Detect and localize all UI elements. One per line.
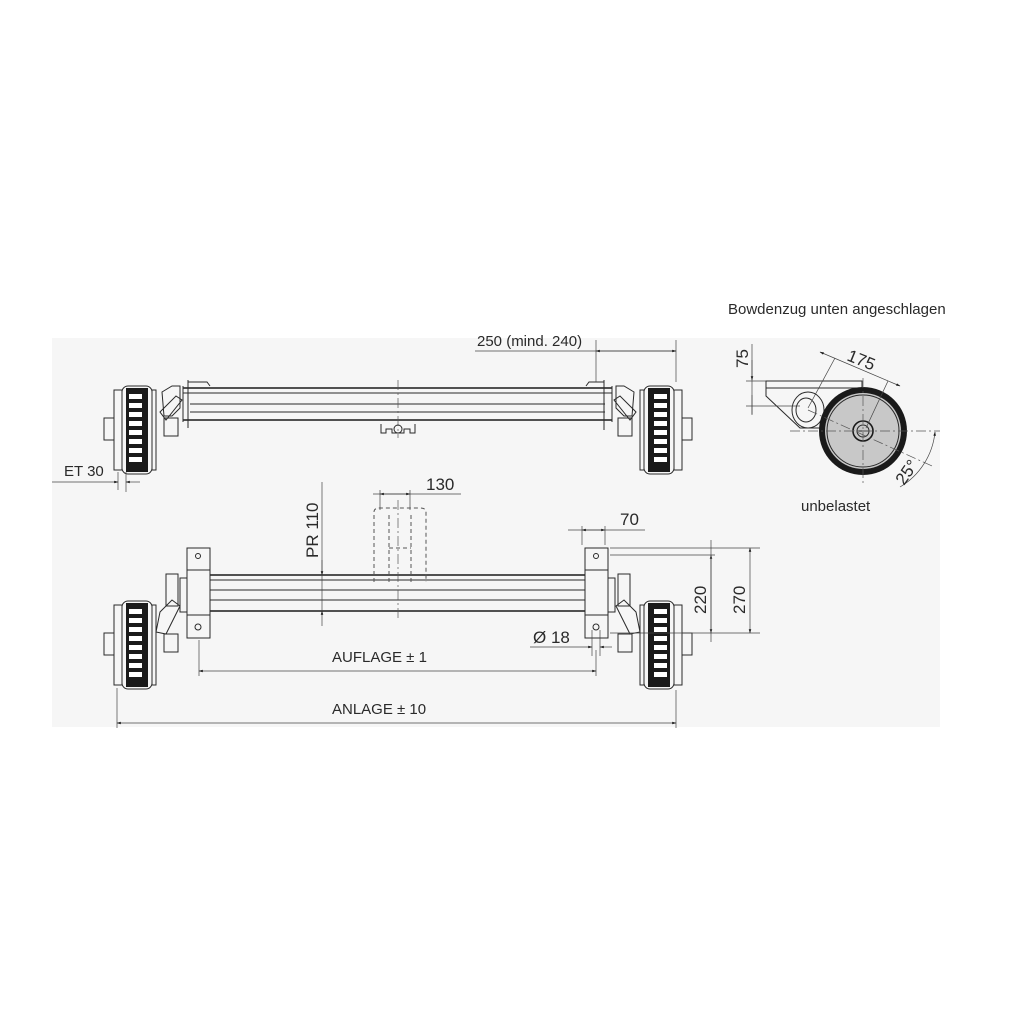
top-view (103, 380, 693, 475)
dim-et30-label: ET 30 (64, 463, 104, 480)
dim-250-label: 250 (mind. 240) (477, 333, 582, 350)
drawing-panel (52, 338, 940, 727)
top-view-dimensions: 250 (mind. 240) ET 30 (52, 333, 677, 492)
dim-70-label: 70 (620, 510, 639, 529)
front-view-dimensions: 130 PR 110 70 220 270 Ø 18 AUFLAGE ± 1 (116, 475, 760, 728)
dim-pr110-label: PR 110 (303, 503, 322, 558)
dim-auflage-label: AUFLAGE ± 1 (332, 649, 427, 666)
dim-75-label: 75 (733, 349, 752, 368)
dim-270-label: 270 (730, 586, 749, 614)
side-view-title: Bowdenzug unten angeschlagen (728, 301, 946, 318)
dim-anlage-label: ANLAGE ± 10 (332, 701, 426, 718)
dim-220-label: 220 (691, 586, 710, 614)
dim-130-label: 130 (426, 475, 454, 494)
side-view-caption: unbelastet (801, 498, 871, 515)
front-view (103, 500, 693, 690)
dim-diameter-18-label: Ø 18 (533, 628, 570, 647)
